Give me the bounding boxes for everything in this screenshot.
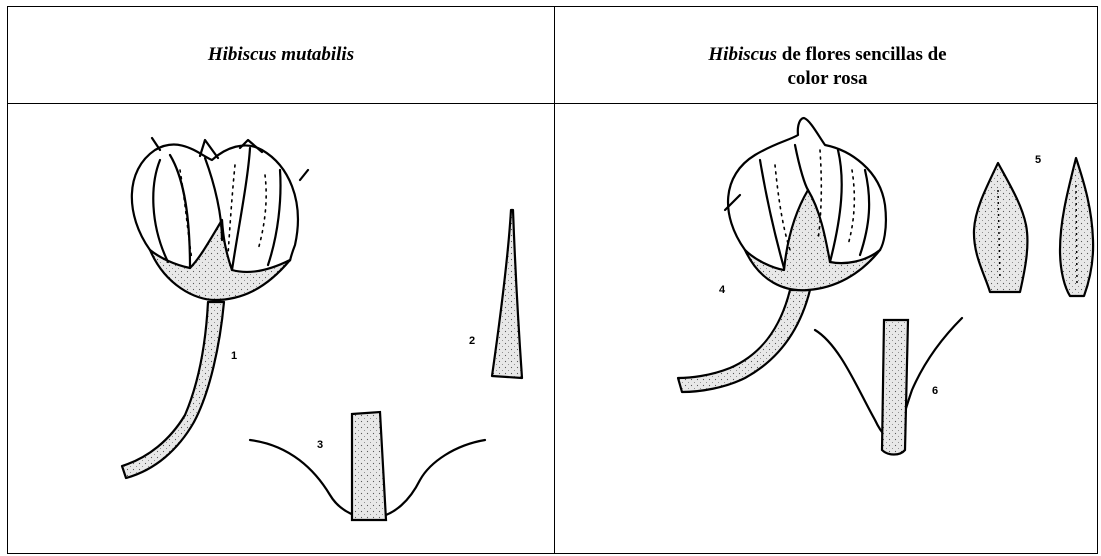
- figure-3-epicalyx: [250, 412, 485, 520]
- figure-6-epicalyx: [815, 318, 962, 455]
- figure-label-6: 6: [932, 385, 938, 397]
- figure-label-1: 1: [231, 350, 237, 362]
- figure-5-bracts: [974, 158, 1093, 296]
- figure-1-bud-with-stem: [122, 138, 308, 478]
- figure-2-bract: [492, 210, 522, 378]
- figure-4-bud-with-stem: [678, 118, 886, 392]
- figure-label-5: 5: [1035, 154, 1041, 166]
- figure-label-3: 3: [317, 439, 323, 451]
- figure-label-2: 2: [469, 335, 475, 347]
- figure-label-4: 4: [719, 284, 726, 296]
